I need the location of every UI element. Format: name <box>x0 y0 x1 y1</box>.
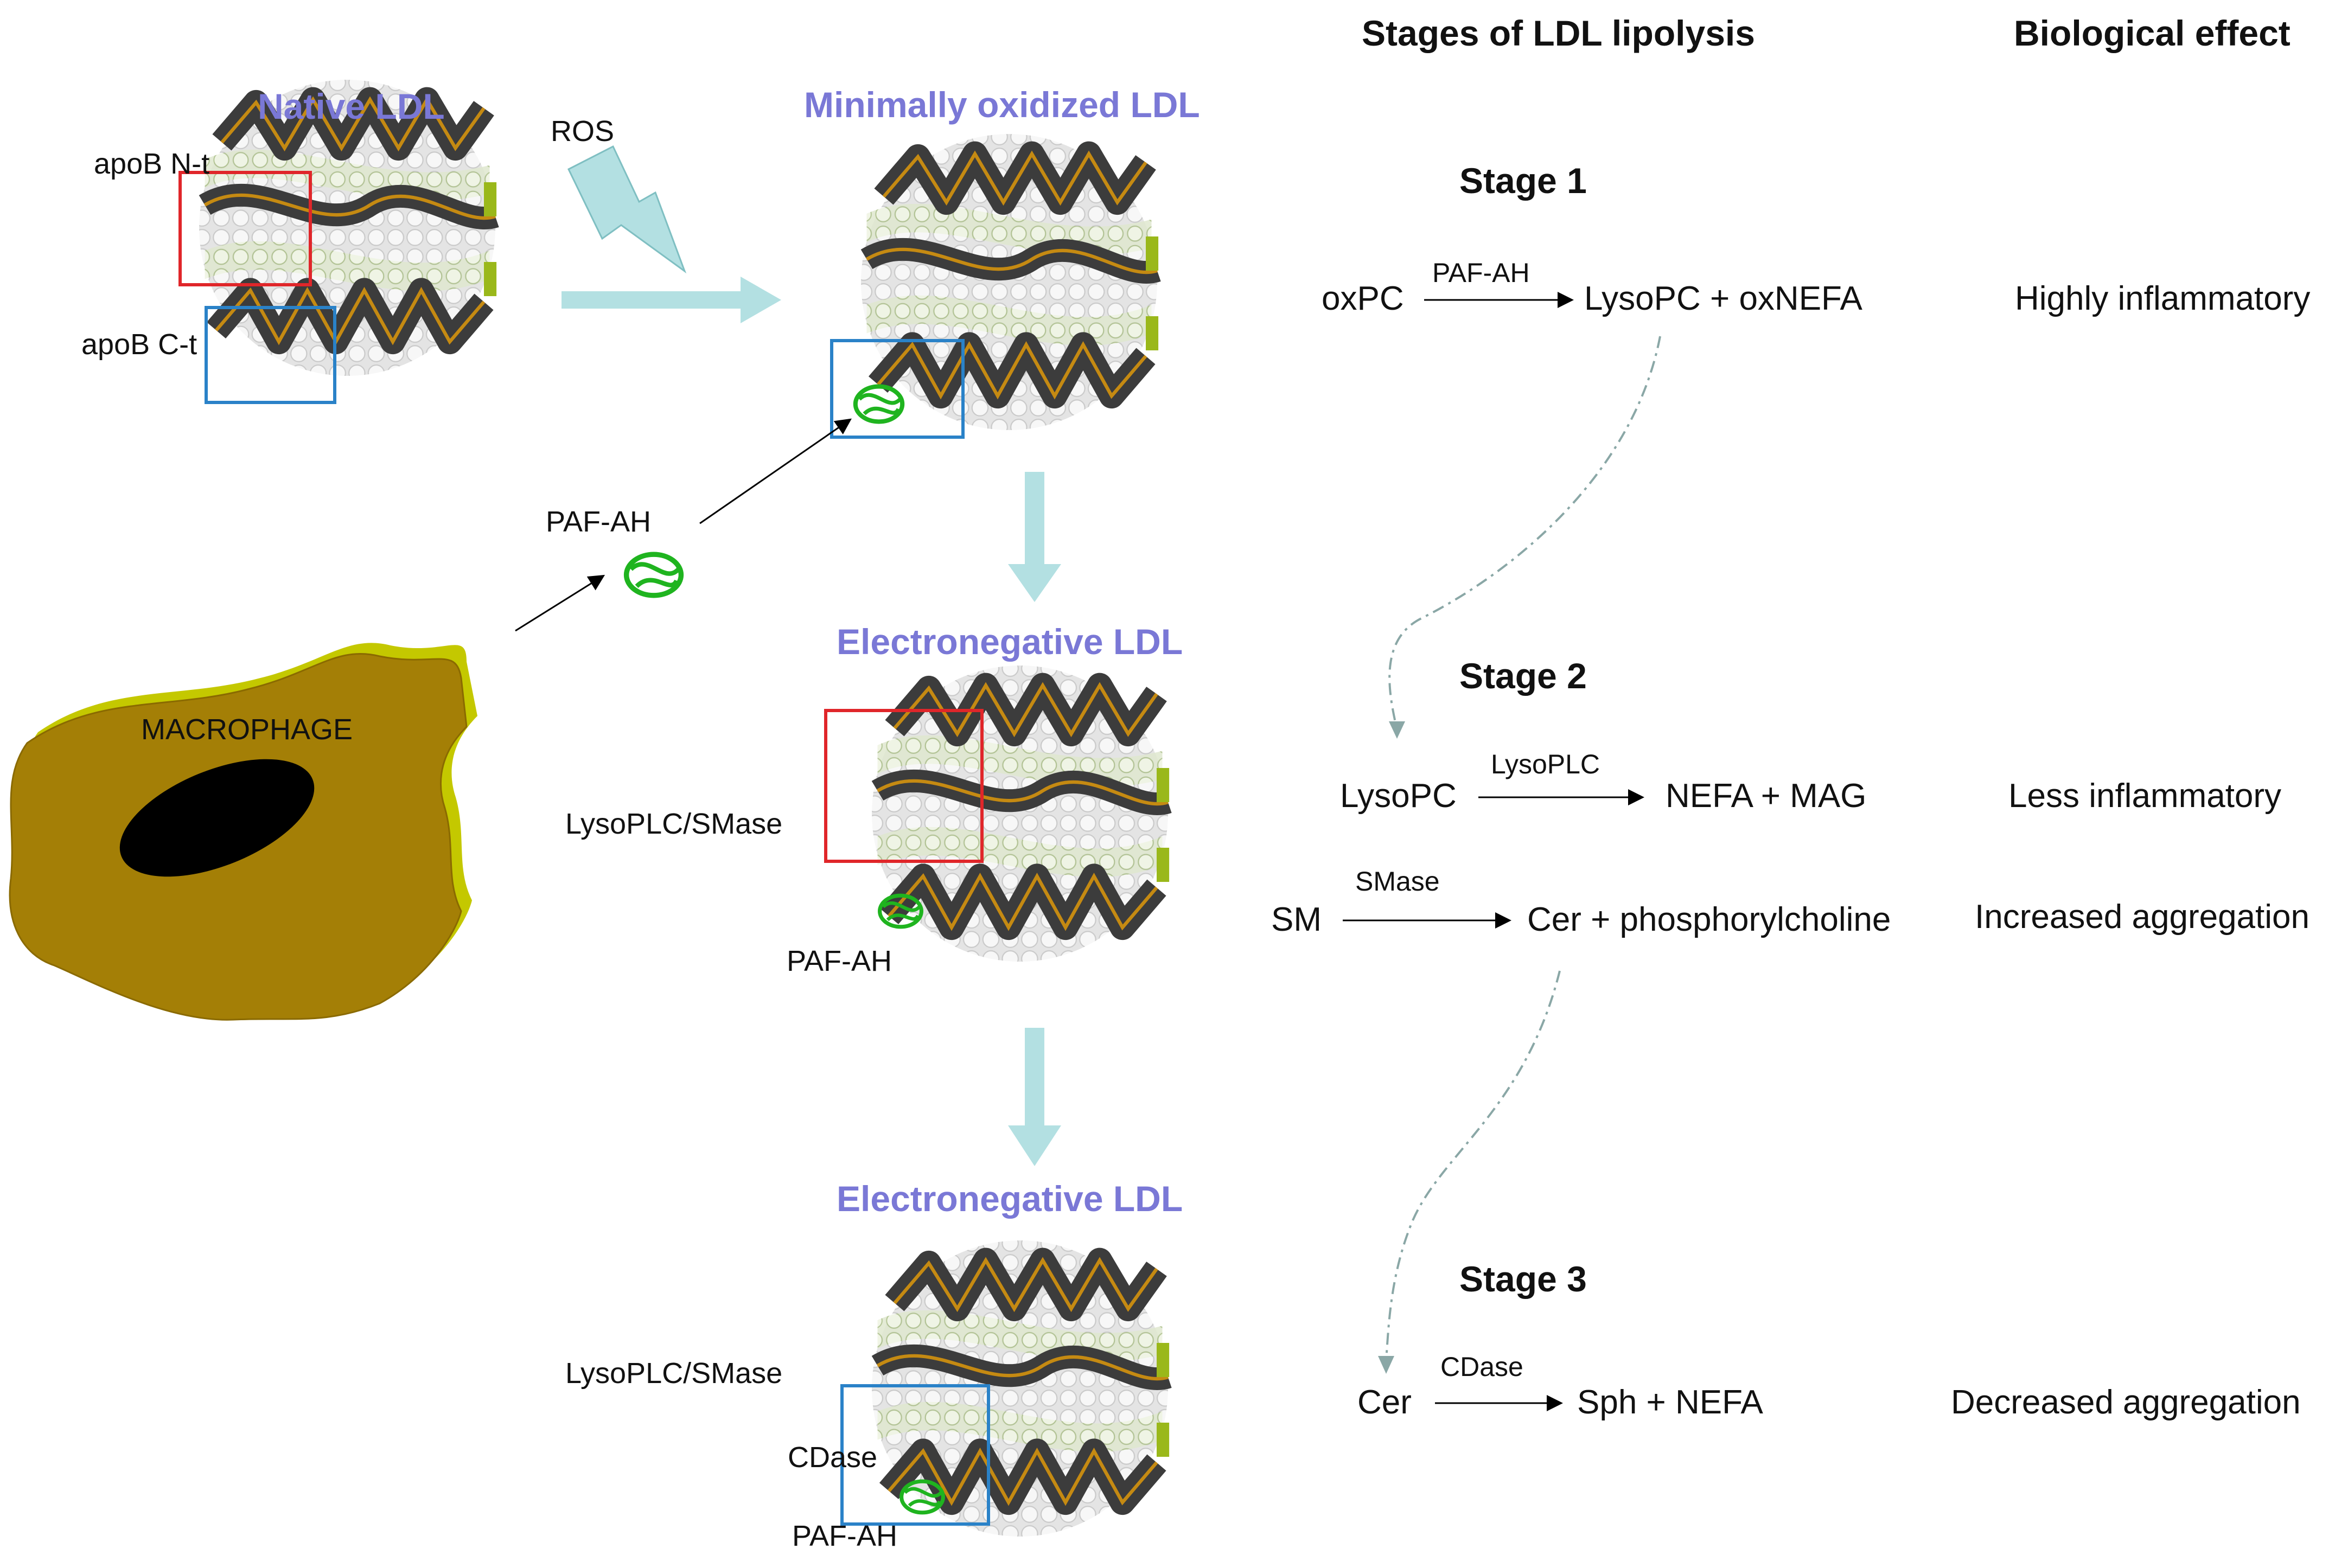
native-ldl-title: Native LDL <box>258 86 445 126</box>
stage-3-products: Sph + NEFA <box>1577 1384 1763 1421</box>
stage-3-substrate: Cer <box>1357 1384 1412 1421</box>
macrophage <box>9 643 478 1021</box>
stage-1-substrate: oxPC <box>1322 280 1404 317</box>
pafah-label: PAF-AH <box>546 505 652 538</box>
macrophage-to-enzyme-arrow <box>515 574 605 632</box>
stage-1-effect: Highly inflammatory <box>2015 280 2311 317</box>
stage2-to-stage3-curve <box>1385 970 1561 1362</box>
macrophage-nucleus <box>119 759 315 877</box>
apob-c-terminus-box <box>205 306 336 404</box>
stage-3-enzyme: CDase <box>1440 1352 1523 1382</box>
electroneg-ldl-title-1: Electronegative LDL <box>837 622 1183 662</box>
stage-2-enzyme-1: LysoPLC <box>1491 749 1600 779</box>
stage-2-enzyme-2: SMase <box>1355 866 1440 897</box>
stage-2-substrate-2: SM <box>1271 901 1322 938</box>
stage-2-effect-1: Less inflammatory <box>2008 777 2282 815</box>
minox-ldl-title: Minimally oxidized LDL <box>804 85 1200 125</box>
electroneg-apob-n-box <box>824 709 984 863</box>
oxidation-arrow <box>562 277 781 323</box>
stage-2-substrate-1: LysoPC <box>1340 777 1457 815</box>
apob-n-terminus-box <box>178 171 312 286</box>
cdase-label: CDase <box>788 1441 878 1474</box>
stage-1-products: LysoPC + oxNEFA <box>1584 280 1862 317</box>
stage-1-enzyme: PAF-AH <box>1432 258 1530 288</box>
stage-3-title: Stage 3 <box>1459 1259 1587 1299</box>
stage-2-products-2: Cer + phosphorylcholine <box>1527 901 1891 938</box>
ros-label: ROS <box>551 115 615 148</box>
stage1-to-stage2-curve <box>1388 336 1661 730</box>
stage-3-effect: Decreased aggregation <box>1951 1384 2301 1421</box>
enzyme-to-particle-arrow <box>699 418 852 524</box>
apob-c-label: apoB C-t <box>81 328 197 361</box>
pafah-enzyme-icon <box>627 554 681 596</box>
lysoplc-smase-label-1: LysoPLC/SMase <box>565 808 783 840</box>
macrophage-label: MACROPHAGE <box>141 713 353 746</box>
stages-header: Stages of LDL lipolysis <box>1362 13 1755 53</box>
effect-header: Biological effect <box>2014 13 2291 53</box>
electroneg-ldl-title-2: Electronegative LDL <box>837 1179 1183 1219</box>
apob-n-label: apoB N-t <box>94 148 210 180</box>
electroneg-to-electroneg-arrow <box>1008 1028 1061 1166</box>
electronegative-ldl-particle-2 <box>872 1240 1169 1537</box>
pafah-label-2: PAF-AH <box>787 945 892 977</box>
stage2-curve-arrowhead <box>1389 721 1405 739</box>
stage-2-products-1: NEFA + MAG <box>1666 777 1867 815</box>
minox-to-electroneg-arrow <box>1008 472 1061 602</box>
stage-2-effect-2: Increased aggregation <box>1975 898 2310 936</box>
minox-apob-c-box <box>830 339 965 439</box>
ros-lightning-icon <box>567 145 687 274</box>
electroneg-cdase-box <box>840 1384 990 1526</box>
stage3-curve-arrowhead <box>1378 1356 1394 1374</box>
pafah-label-3: PAF-AH <box>792 1520 898 1552</box>
minimally-oxidized-ldl-particle <box>856 134 1158 430</box>
lysoplc-smase-label-2: LysoPLC/SMase <box>565 1357 783 1390</box>
stage-2-title: Stage 2 <box>1459 656 1587 696</box>
stage-1-title: Stage 1 <box>1459 161 1587 201</box>
